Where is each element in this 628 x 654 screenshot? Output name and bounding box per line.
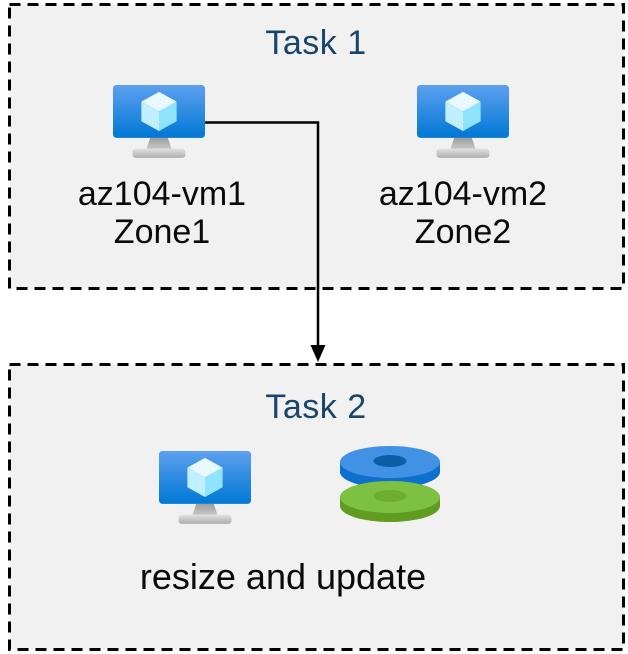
vm1-name: az104-vm1	[77, 175, 247, 213]
task2-box	[8, 363, 625, 651]
vm2-label: az104-vm2 Zone2	[358, 175, 568, 251]
connector-line	[205, 121, 320, 347]
vm-icon-task2	[158, 451, 252, 529]
vm1-label: az104-vm1 Zone1	[57, 175, 267, 251]
task1-title: Task 1	[265, 24, 367, 62]
task2-caption: resize and update	[139, 556, 427, 597]
disks-icon	[338, 444, 442, 528]
vm-icon-az104-vm2	[416, 85, 510, 163]
vm-icon-az104-vm1	[112, 85, 206, 163]
vm2-zone: Zone2	[414, 213, 512, 251]
arrowhead-icon	[310, 345, 326, 362]
vm2-name: az104-vm2	[378, 175, 548, 213]
task1-box	[8, 3, 625, 290]
vm1-zone: Zone1	[113, 213, 211, 251]
task2-title: Task 2	[265, 388, 367, 426]
